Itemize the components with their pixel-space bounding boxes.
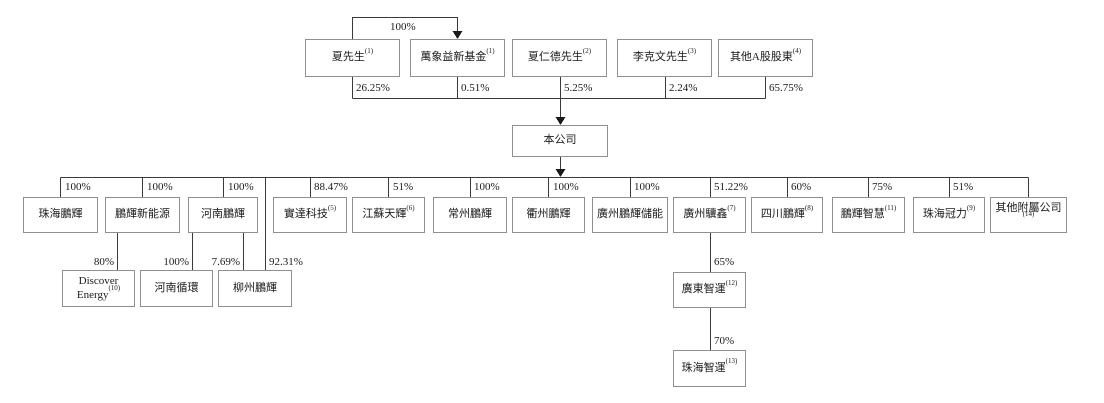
shareholder-box-other-a-shareholders: 其他A股股東(4) xyxy=(718,39,813,77)
shareholder-box-xia: 夏先生(1) xyxy=(305,39,400,77)
loop-pct-label: 100% xyxy=(390,21,416,33)
subsidiary-box-guangzhou-jixin: 廣州驥鑫(7) xyxy=(673,197,746,233)
shareholder-box-likewen: 李克文先生(3) xyxy=(617,39,712,77)
pct-label: 65.75% xyxy=(769,82,803,94)
pct-label: 100% xyxy=(65,181,91,193)
arrow-down-icon xyxy=(555,169,566,177)
company-box: 本公司 xyxy=(512,125,608,157)
shareholder-box-xiarende: 夏仁德先生(2) xyxy=(512,39,607,77)
arrow-down-icon xyxy=(452,31,463,39)
pct-label: 2.24% xyxy=(669,82,698,94)
pct-label: 100% xyxy=(553,181,579,193)
subsidiary-box-sichuan-penghui: 四川鵬輝(8) xyxy=(751,197,823,233)
subsidiary-box-henan-xunhuan: 河南循環 xyxy=(140,270,213,307)
subsidiary-box-guangzhou-penghui-chuneng: 廣州鵬輝儲能 xyxy=(592,197,668,233)
subsidiary-box-penghui-xinnengyuan: 鵬輝新能源 xyxy=(105,197,180,233)
subsidiary-box-quzhou-penghui: 衢州鵬輝 xyxy=(512,197,585,233)
pct-label: 100% xyxy=(634,181,660,193)
pct-label: 100% xyxy=(147,181,173,193)
subsidiary-box-penghui-zhihui: 鵬輝智慧(11) xyxy=(832,197,905,233)
pct-label: 51% xyxy=(393,181,414,193)
pct-label: 100% xyxy=(163,256,189,268)
pct-label: 75% xyxy=(872,181,893,193)
subsidiary-box-zhuhai-guanli: 珠海冠力(9) xyxy=(913,197,985,233)
subsidiary-box-shida-keji: 實達科技(5) xyxy=(273,197,347,233)
subsidiary-box-liuzhou-penghui: 柳州鵬輝 xyxy=(218,270,292,307)
pct-label: 92.31% xyxy=(269,256,303,268)
subsidiary-box-changzhou-penghui: 常州鵬輝 xyxy=(433,197,507,233)
subsidiary-box-zhuhai-penghui: 珠海鵬輝 xyxy=(23,197,98,233)
pct-label: 7.69% xyxy=(211,256,240,268)
pct-label: 80% xyxy=(93,256,114,268)
subsidiary-box-discover-energy: Discover Energy(10) xyxy=(62,270,135,307)
subsidiary-box-zhuhai-zhiyun: 珠海智運(13) xyxy=(673,350,746,387)
subsidiary-box-jiangsu-tianhui: 江蘇天輝(6) xyxy=(352,197,425,233)
shareholder-box-wanxiangyixin-fund: 萬象益新基金(1) xyxy=(410,39,505,77)
pct-label: 100% xyxy=(474,181,500,193)
subsidiary-box-other-subsidiaries: 其他附屬公司(14) xyxy=(990,197,1067,233)
pct-label: 26.25% xyxy=(356,82,390,94)
pct-label: 70% xyxy=(714,335,735,347)
pct-label: 88.47% xyxy=(314,181,348,193)
pct-label: 65% xyxy=(714,256,735,268)
pct-label: 5.25% xyxy=(564,82,593,94)
pct-label: 60% xyxy=(791,181,812,193)
pct-label: 0.51% xyxy=(461,82,490,94)
pct-label: 100% xyxy=(228,181,254,193)
subsidiary-box-henan-penghui: 河南鵬輝 xyxy=(188,197,258,233)
pct-label: 51.22% xyxy=(714,181,748,193)
arrow-down-icon xyxy=(555,117,566,125)
pct-label: 51% xyxy=(953,181,974,193)
subsidiary-box-guangdong-zhiyun: 廣東智運(12) xyxy=(673,272,746,308)
